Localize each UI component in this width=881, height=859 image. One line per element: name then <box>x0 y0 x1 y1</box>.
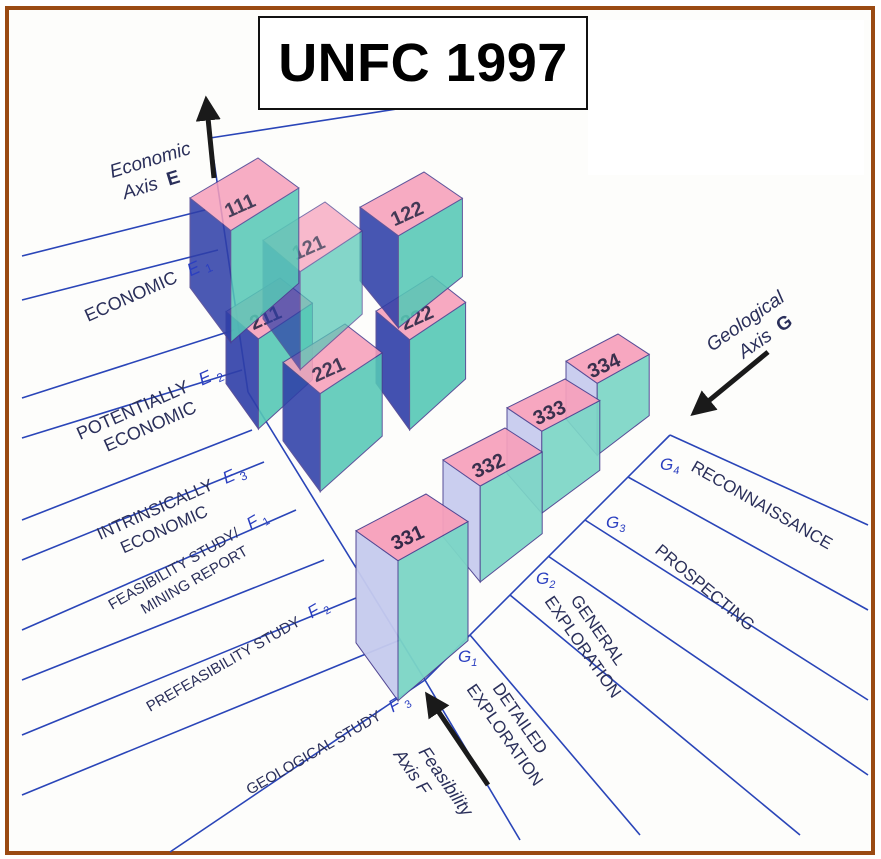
geological-level-2-code: G <box>536 569 549 588</box>
cubes: 222122211221121111334333332331 <box>189 157 651 703</box>
economic-axis-letter: E <box>164 167 182 191</box>
cube-122-top-face <box>359 171 464 237</box>
feasibility-level-3-sub: 3 <box>403 698 414 711</box>
feasibility-level-1-sub: 1 <box>261 515 272 528</box>
cube-111-top-face <box>189 157 300 232</box>
economic-axis-arrow <box>195 95 221 179</box>
cube-221: 221 <box>282 323 384 494</box>
cube-331: 331 <box>355 493 469 703</box>
cube-333-top-face <box>506 378 601 432</box>
cube-332-top-face <box>442 427 544 487</box>
cube-334-top-face <box>565 333 651 384</box>
diagram-title: UNFC 1997 <box>278 33 568 93</box>
svg-text:G3: G3 <box>606 513 626 535</box>
geological-level-4-sub: 4 <box>673 465 679 477</box>
title-box: UNFC 1997 <box>258 16 588 110</box>
geological-level-4-code: G <box>660 455 673 474</box>
cube-122: 122 <box>359 171 464 330</box>
cube-331-top-face <box>355 493 469 562</box>
feasibility-level-2-sub: 2 <box>322 604 333 617</box>
geological-level-1-code: G <box>458 647 471 666</box>
geological-axis-arrow <box>690 350 770 416</box>
geological-level-2-sub: 2 <box>548 579 555 591</box>
svg-text:G2: G2 <box>536 569 555 591</box>
cube-111: 111 <box>189 157 300 345</box>
geological-level-3-sub: 3 <box>619 523 626 535</box>
svg-text:G1: G1 <box>458 647 477 669</box>
svg-text:G4: G4 <box>660 455 679 477</box>
feasibility-axis-arrow <box>425 691 491 787</box>
geological-level-3-code: G <box>606 513 619 532</box>
geological-level-1-sub: 1 <box>471 657 477 669</box>
